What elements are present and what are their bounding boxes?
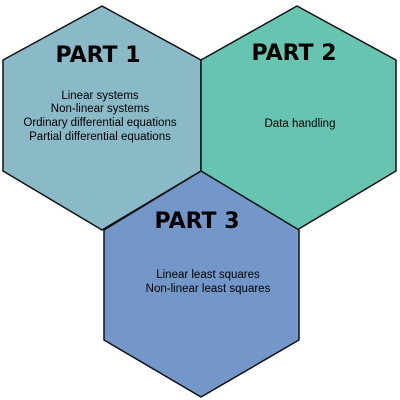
part-3-title: PART 3 bbox=[154, 209, 239, 234]
part-2-title: PART 2 bbox=[251, 41, 336, 66]
part-2-line-1: Data handling bbox=[265, 118, 336, 130]
part-1-line-4: Partial differential equations bbox=[29, 131, 171, 143]
part-1-title: PART 1 bbox=[55, 43, 140, 68]
part-1-line-3: Ordinary differential equations bbox=[23, 117, 176, 129]
part-3-line-1: Linear least squares bbox=[156, 269, 260, 281]
part-3-shape bbox=[103, 170, 300, 398]
part-1-line-2: Non-linear systems bbox=[51, 103, 150, 115]
part-3-line-2: Non-linear least squares bbox=[146, 283, 271, 295]
part-1-hexagon: PART 1 Linear systems Non-linear systems… bbox=[2, 5, 202, 231]
part-2-hexagon: PART 2 Data handling bbox=[200, 5, 397, 231]
part-1-line-1: Linear systems bbox=[61, 90, 139, 102]
part-3-hexagon: PART 3 Linear least squares Non-linear l… bbox=[103, 170, 300, 398]
